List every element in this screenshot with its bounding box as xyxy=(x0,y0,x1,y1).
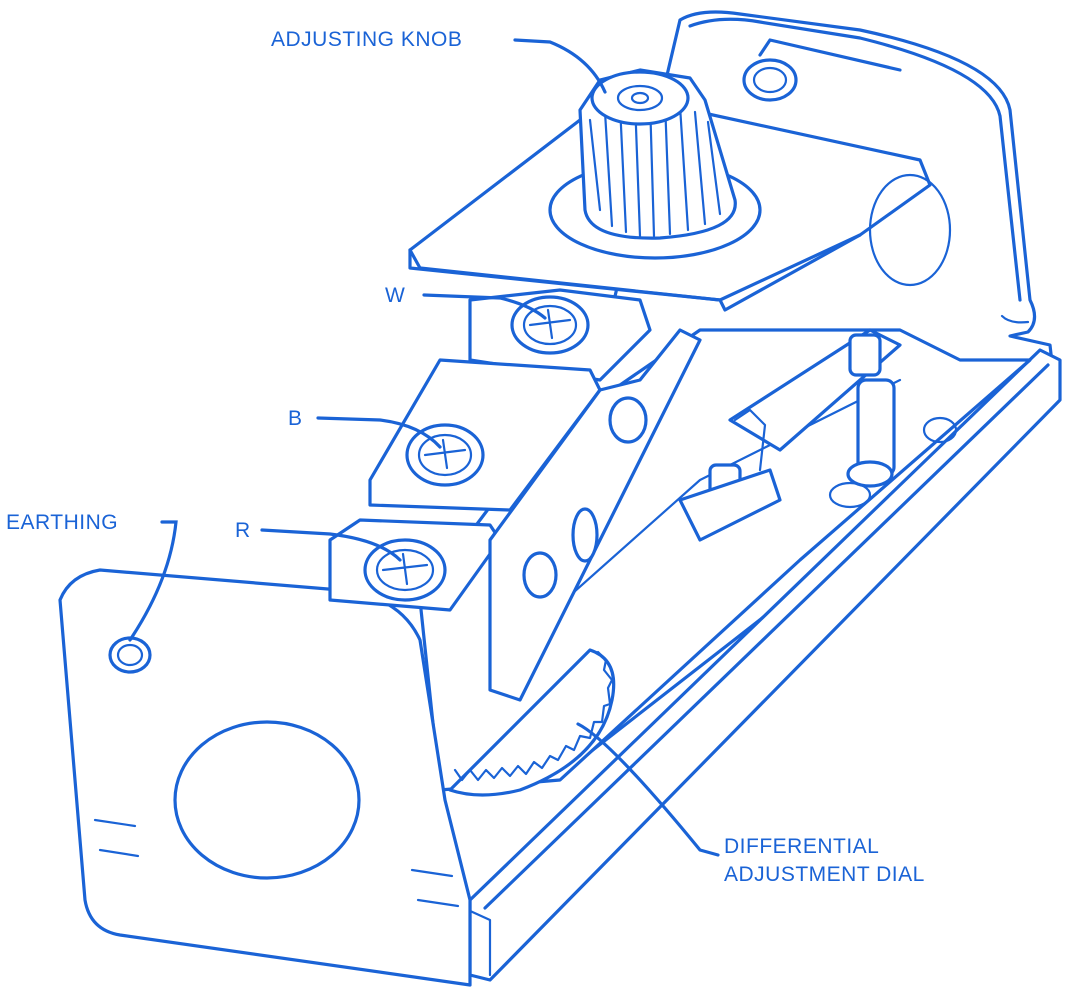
side-hole xyxy=(571,507,599,563)
differential-label-line1: DIFFERENTIAL xyxy=(724,835,880,858)
adjusting-knob-label: ADJUSTING KNOB xyxy=(271,28,463,51)
terminal-screws xyxy=(363,295,648,602)
leader-r xyxy=(260,528,402,562)
earthing-screw xyxy=(108,636,152,674)
adjusting-knob xyxy=(548,68,762,260)
leader-earthing xyxy=(128,520,178,642)
leader-w xyxy=(422,293,547,320)
leader-differential xyxy=(576,722,720,857)
leader-lines xyxy=(128,38,720,857)
front-plate-hole xyxy=(173,720,361,880)
screw-r xyxy=(363,538,447,602)
terminal-b-label: B xyxy=(288,407,303,430)
leader-b xyxy=(316,416,442,449)
screw-w xyxy=(510,295,590,355)
screw-b xyxy=(405,423,485,487)
earthing-label: EARTHING xyxy=(6,511,119,534)
differential-label-line2: ADJUSTMENT DIAL xyxy=(724,863,925,886)
terminal-r-label: R xyxy=(235,519,251,542)
differential-dial xyxy=(448,648,616,797)
switch-assembly xyxy=(678,328,958,542)
terminal-w-label: W xyxy=(385,284,406,307)
leader-adjusting-knob xyxy=(513,38,607,94)
side-screw-upper xyxy=(608,396,648,444)
side-screw-lower xyxy=(522,551,558,599)
front-plate xyxy=(58,568,472,987)
top-mount-screw xyxy=(742,58,798,102)
